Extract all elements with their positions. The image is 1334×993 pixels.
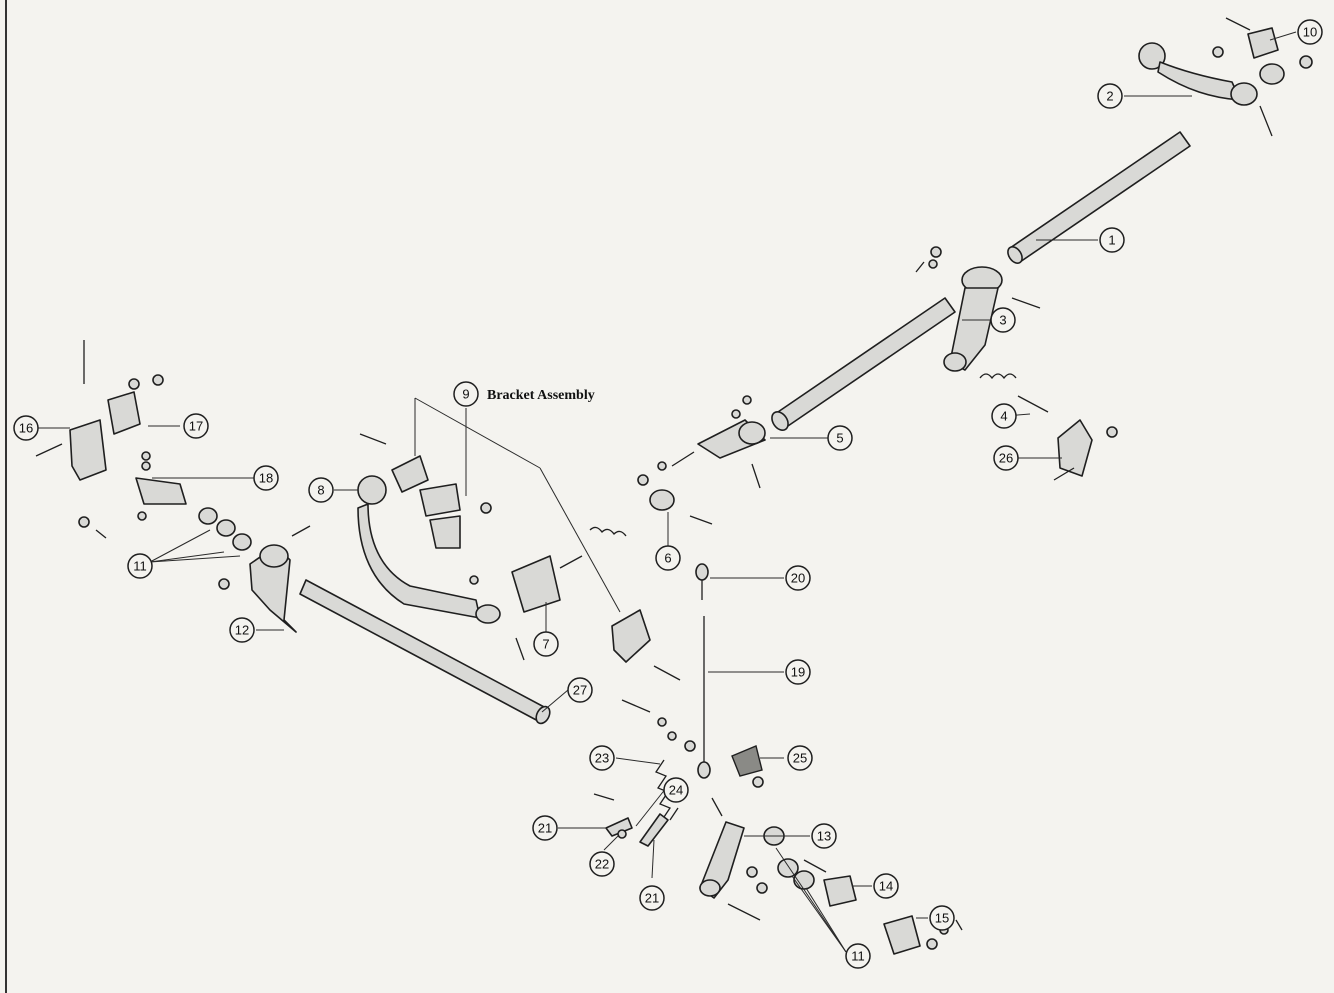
middle-shaft	[771, 297, 956, 431]
svg-text:21: 21	[645, 891, 659, 906]
svg-text:23: 23	[595, 751, 609, 766]
callout-26: 26	[993, 445, 1019, 471]
callout-11-left: 11	[127, 553, 153, 579]
svg-text:22: 22	[595, 857, 609, 872]
callout-6: 6	[655, 545, 681, 571]
svg-text:24: 24	[669, 783, 683, 798]
svg-text:7: 7	[542, 637, 549, 652]
svg-text:3: 3	[999, 313, 1006, 328]
part-26-bracket	[1053, 419, 1118, 481]
callout-13: 13	[811, 823, 837, 849]
part-2-lever	[1138, 42, 1285, 137]
part-4-bolt	[1017, 395, 1049, 413]
bracket-assembly-label: Bracket Assembly	[487, 388, 595, 403]
spring-near-3	[979, 373, 1017, 380]
left-bracket-group	[35, 340, 252, 551]
part-13-arm	[699, 797, 745, 899]
callout-12: 12	[229, 617, 255, 643]
svg-text:14: 14	[879, 879, 893, 894]
part-8-pedal-lever	[357, 475, 501, 624]
svg-text:13: 13	[817, 829, 831, 844]
callout-5: 5	[827, 425, 853, 451]
part-3-arm	[915, 246, 1041, 372]
svg-text:4: 4	[1000, 409, 1007, 424]
svg-text:17: 17	[189, 419, 203, 434]
svg-text:21: 21	[538, 821, 552, 836]
callout-1: 1	[1099, 227, 1125, 253]
svg-text:5: 5	[836, 431, 843, 446]
svg-text:11: 11	[851, 949, 865, 964]
svg-text:26: 26	[999, 451, 1013, 466]
part-1-shaft	[1007, 131, 1191, 264]
svg-text:9: 9	[462, 387, 469, 402]
callout-11-lower: 11	[845, 943, 871, 969]
callout-22: 22	[589, 851, 615, 877]
callout-3: 3	[990, 307, 1016, 333]
callout-7: 7	[533, 631, 559, 657]
svg-text:11: 11	[133, 559, 147, 574]
callout-23: 23	[589, 745, 615, 771]
callout-18: 18	[253, 465, 279, 491]
callout-4: 4	[991, 403, 1017, 429]
part-10-clamp	[1225, 17, 1313, 69]
callout-17: 17	[183, 413, 209, 439]
part-6-bushing	[637, 474, 713, 525]
callout-21-lower: 21	[639, 885, 665, 911]
svg-text:19: 19	[791, 665, 805, 680]
callout-16: 16	[13, 415, 39, 441]
svg-text:2: 2	[1106, 89, 1113, 104]
callout-9: 9	[453, 381, 479, 407]
svg-text:6: 6	[664, 551, 671, 566]
callout-20: 20	[785, 565, 811, 591]
callout-24: 24	[663, 777, 689, 803]
svg-text:1: 1	[1108, 233, 1115, 248]
callout-19: 19	[785, 659, 811, 685]
spring-linkage-group	[593, 699, 696, 847]
part-19-20-rod	[695, 563, 711, 779]
svg-text:10: 10	[1303, 25, 1317, 40]
svg-text:20: 20	[791, 571, 805, 586]
callout-2: 2	[1097, 83, 1123, 109]
bracket-assembly	[359, 397, 681, 681]
svg-text:18: 18	[259, 471, 273, 486]
svg-text:8: 8	[317, 483, 324, 498]
svg-text:12: 12	[235, 623, 249, 638]
svg-text:27: 27	[573, 683, 587, 698]
spring-near-7	[589, 526, 627, 537]
lower-right-group	[727, 826, 963, 955]
callout-25: 25	[787, 745, 813, 771]
callout-14: 14	[873, 873, 899, 899]
callout-15: 15	[929, 905, 955, 931]
svg-text:16: 16	[19, 421, 33, 436]
svg-text:15: 15	[935, 911, 949, 926]
callout-10: 10	[1297, 19, 1323, 45]
leader-lines	[30, 31, 1297, 953]
callout-21-upper: 21	[532, 815, 558, 841]
part-12-bracket	[218, 525, 311, 633]
callout-8: 8	[308, 477, 334, 503]
callout-27: 27	[567, 677, 593, 703]
part-7-plate	[511, 555, 583, 661]
svg-text:25: 25	[793, 751, 807, 766]
part-5-lever	[657, 395, 766, 489]
part-25-block	[731, 745, 764, 788]
